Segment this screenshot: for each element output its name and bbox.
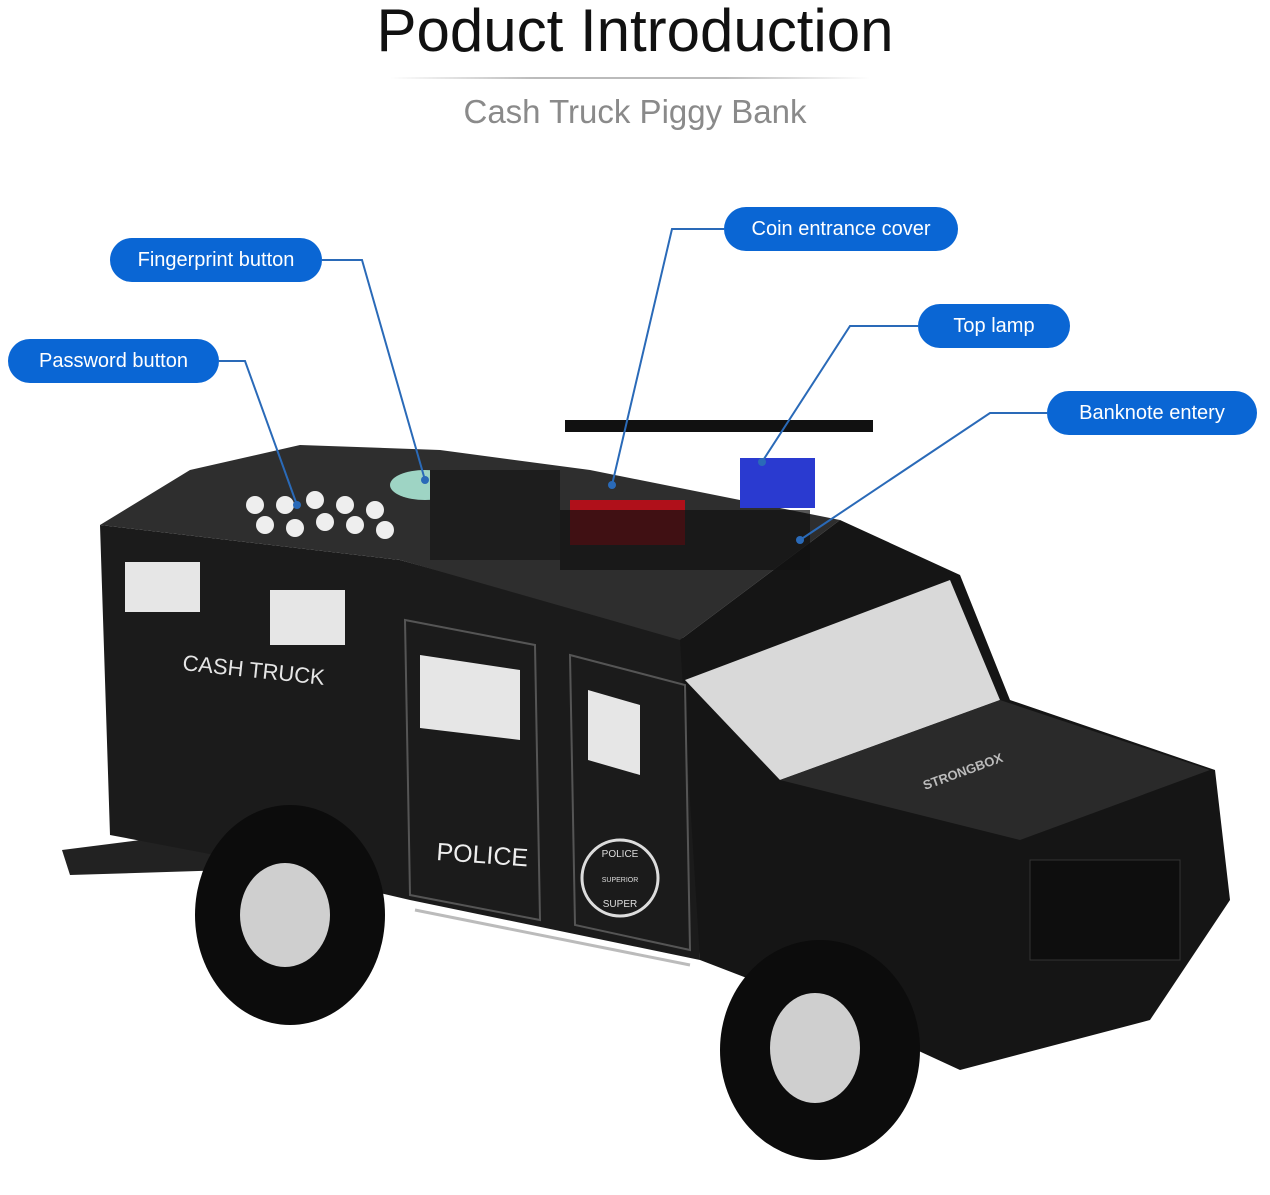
callout-top-lamp: Top lamp — [918, 304, 1070, 348]
callout-coin-entrance-cover: Coin entrance cover — [724, 207, 958, 251]
rear-wheel — [195, 805, 385, 1025]
truck-turret — [430, 470, 560, 560]
callout-banknote-entry: Banknote entery — [1047, 391, 1257, 435]
truck-hood — [780, 700, 1210, 840]
title-divider — [390, 77, 870, 79]
leader-dot — [608, 481, 616, 489]
lamp-bar — [560, 510, 810, 570]
leader-line-coin — [611, 228, 724, 486]
truck-door — [403, 618, 542, 922]
police-door-text: POLICE — [436, 838, 529, 872]
callout-fingerprint-button: Fingerprint button — [110, 238, 322, 282]
truck-grille — [1029, 859, 1181, 961]
truck-window — [125, 562, 200, 612]
top-lamp-blue — [740, 458, 815, 508]
leader-dot — [293, 501, 301, 509]
callout-password-button: Password button — [8, 339, 219, 383]
leader-dot — [758, 458, 766, 466]
leader-dot — [796, 536, 804, 544]
badge-top-text: POLICE — [602, 849, 639, 860]
badge-bottom-text: SUPER — [603, 899, 637, 910]
front-wheel — [720, 940, 920, 1160]
truck-windshield — [685, 580, 1000, 780]
truck-window — [420, 655, 520, 740]
page-subtitle: Cash Truck Piggy Bank — [463, 93, 807, 130]
leader-dot — [421, 476, 429, 484]
badge-mid-text: SUPERIOR — [602, 877, 639, 884]
leader-line-password — [219, 360, 298, 506]
truck-window — [588, 690, 640, 775]
truck-window — [270, 590, 345, 645]
leader-line-banknote — [799, 412, 1047, 541]
truck-gun — [565, 420, 873, 432]
truck-stripe — [414, 908, 691, 967]
truck-door — [568, 653, 692, 952]
leader-line-fingerprint — [322, 259, 426, 481]
leader-line-top-lamp — [761, 325, 918, 463]
page-title: Poduct Introduction — [376, 0, 894, 64]
police-badge — [580, 838, 660, 918]
password-keypad — [246, 491, 394, 539]
